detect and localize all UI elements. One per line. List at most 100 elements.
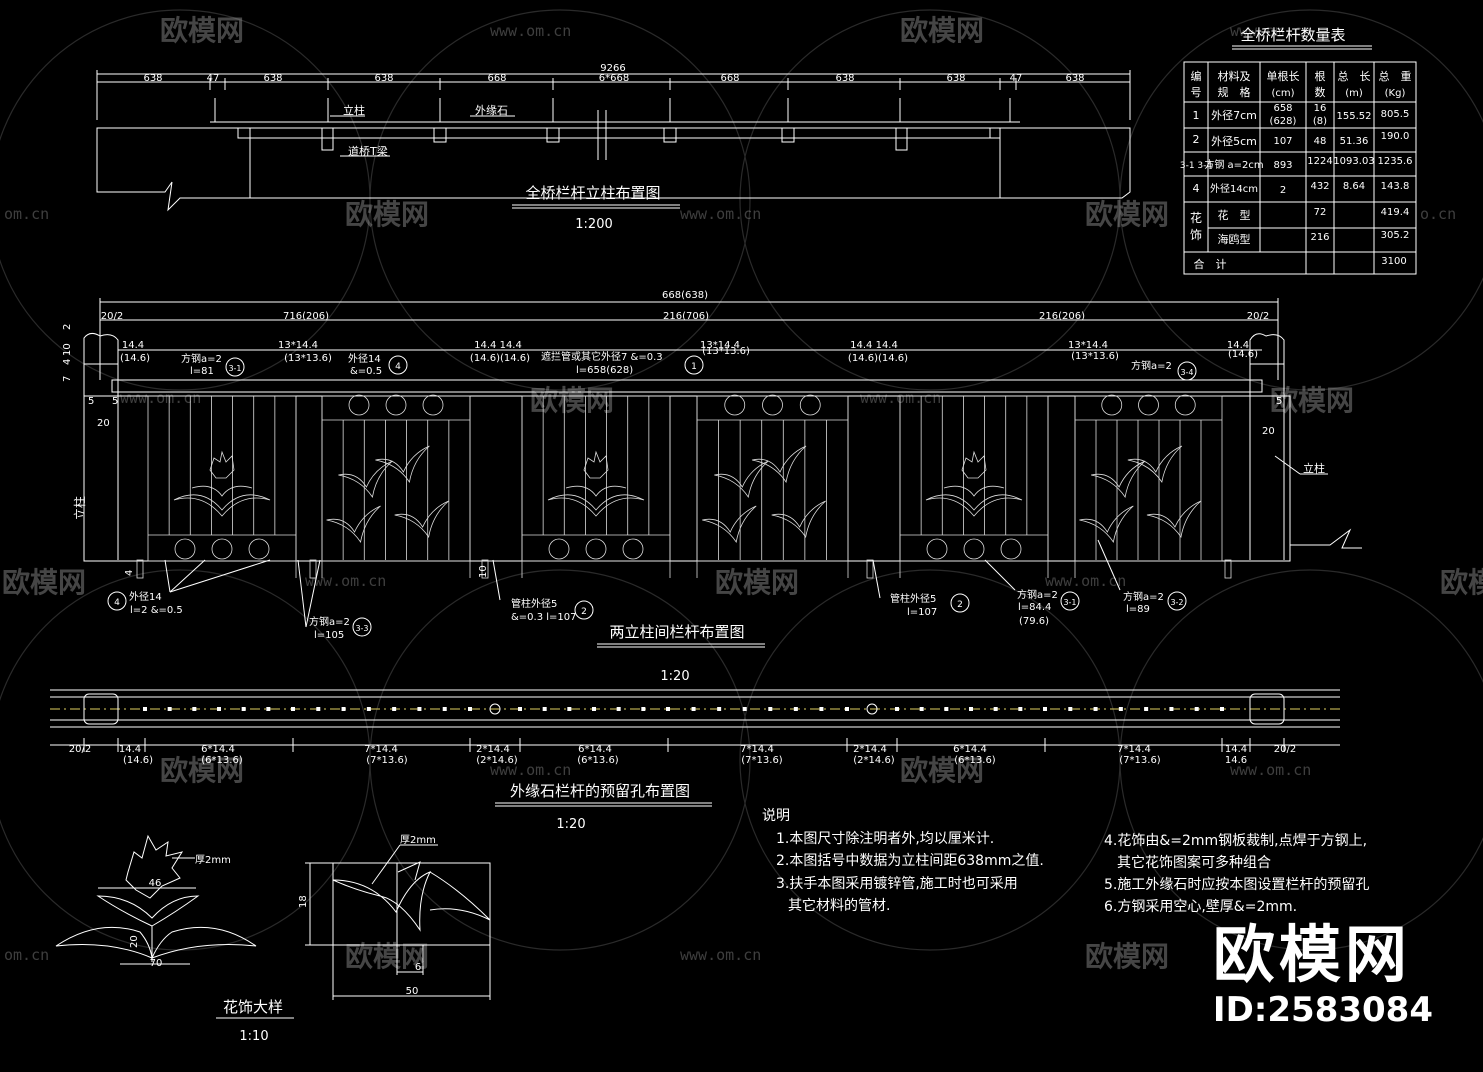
cell: 419.4: [1381, 207, 1410, 218]
plan1-span: 638: [143, 73, 162, 84]
plan3-dim: 14.6: [1225, 755, 1247, 766]
notes: 说明 1.本图尺寸除注明者外,均以厘米计. 2.本图括号中数据为立柱间距638m…: [762, 808, 1369, 915]
watermark-brand: 欧模网: [900, 14, 984, 47]
note-item: 3.扶手本图采用镀锌管,施工时也可采用: [776, 875, 1018, 892]
hdr-cnt-1: 根: [1315, 69, 1326, 83]
callout-text: 管柱外径5: [890, 592, 936, 605]
plan3-dim: (14.6): [123, 755, 153, 766]
cell: 432: [1310, 181, 1329, 192]
plan1-label-beam: 道桥T梁: [348, 144, 388, 158]
watermark-brand: 欧模网: [160, 754, 244, 787]
detail-thick-1: 厚2mm: [195, 854, 231, 866]
reserved-hole: [518, 707, 522, 711]
gull-ornament: [338, 460, 393, 499]
quantity-table: 全桥栏杆数量表 编 号 材料及 规 格 单根长 (cm) 根 数 总 长 (m)…: [1180, 26, 1417, 275]
note-item: 6.方钢采用空心,壁厚&=2mm.: [1104, 899, 1297, 915]
flower-ornament: [583, 450, 609, 479]
flower-ornament: [209, 450, 235, 479]
callout-text: 方钢a=2: [1017, 588, 1058, 601]
ring-ornament: [422, 394, 444, 416]
cell: 805.5: [1381, 109, 1410, 120]
reserved-hole: [944, 707, 949, 711]
plan1-span: 47: [207, 73, 220, 84]
reserved-hole: [969, 707, 973, 711]
callout-text: 遮拦管或其它外径7 &=0.3: [541, 350, 663, 363]
gull-ornament: [714, 460, 769, 499]
watermark-brand: 欧模网: [345, 198, 429, 231]
brand-name: 欧模网: [1212, 918, 1411, 991]
detail-title: 花饰大样: [223, 998, 283, 1016]
cell: 155.52: [1337, 111, 1372, 122]
callout-tag: 3-4: [1180, 368, 1193, 377]
callout-tag: 3-1: [1063, 598, 1076, 607]
cell: 107: [1273, 136, 1292, 147]
gull-ornament: [702, 505, 757, 544]
watermark-brand: 欧模网: [715, 566, 799, 599]
plan3-dim: (7*13.6): [366, 755, 408, 766]
note-item: 4.花饰由&=2mm钢板裁制,点焊于方钢上,: [1104, 833, 1367, 849]
watermark-site: www.om.cn: [680, 205, 761, 223]
cell: 16: [1314, 103, 1327, 114]
callout-text: 外径14: [348, 352, 381, 365]
plan3-dim: 20/2: [1274, 744, 1296, 755]
cell: 花: [1190, 210, 1202, 225]
plan2-side-dim: 7: [62, 376, 73, 382]
callout-tag: 2: [957, 600, 963, 610]
plan3-dim: 7*14.4: [740, 744, 774, 755]
plan1-span: 47: [1010, 73, 1023, 84]
reserved-hole: [442, 707, 447, 711]
watermark-brand: 欧模网: [1440, 566, 1483, 599]
plan3-dim: (7*13.6): [1119, 755, 1161, 766]
cell: 外径5cm: [1211, 135, 1257, 148]
cell: 1: [1193, 109, 1200, 122]
watermark-site: o.cn: [1420, 205, 1456, 223]
note-item: 5.施工外缘石时应按本图设置栏杆的预留孔: [1104, 876, 1369, 893]
brand-id: ID:2583084: [1212, 990, 1433, 1030]
detail-50: 50: [406, 986, 419, 997]
plan2-dim: 14.4 14.4: [474, 340, 522, 351]
watermark-brand: 欧模网: [1085, 198, 1169, 231]
note-item: 其它花饰图案可多种组合: [1117, 854, 1271, 871]
plan2-dim: (14.6)(14.6): [848, 353, 908, 364]
cell: 2: [1193, 133, 1200, 146]
plan3-dim: 6*14.4: [953, 744, 987, 755]
watermark-brand: 欧模网: [1085, 940, 1169, 973]
cell: 893: [1273, 160, 1292, 171]
callout-sub: l=658(628): [576, 365, 633, 376]
plan2-side-dim: 2: [62, 324, 73, 330]
callout-tag: 4: [395, 362, 401, 372]
plan3-scale: 1:20: [556, 817, 585, 832]
plan3-dim: 7*14.4: [364, 744, 398, 755]
reserved-hole: [845, 707, 849, 711]
plan1-span: 638: [946, 73, 965, 84]
cell: 合 计: [1194, 257, 1227, 271]
reserved-hole: [1043, 707, 1047, 711]
reserved-hole: [895, 707, 899, 711]
plan3-dim: (6*13.6): [201, 755, 243, 766]
plan3-dim: 2*14.4: [476, 744, 510, 755]
cell: 190.0: [1381, 131, 1410, 142]
plan1-label-curb: 外缘石: [475, 104, 508, 117]
notes-heading: 说明: [762, 808, 790, 824]
cell: 2: [1280, 185, 1286, 196]
plan2-side-dim: 5: [112, 396, 118, 407]
plan3-dim: (2*14.6): [476, 755, 518, 766]
plan2-dim: (14.6): [1228, 349, 1258, 360]
reserved-hole: [616, 707, 621, 711]
gull-ornament: [1127, 445, 1183, 484]
callout-sub: l=2 &=0.5: [130, 605, 183, 616]
callout-tag: 3-2: [1170, 598, 1183, 607]
plan2-side-dim: 20: [97, 418, 110, 429]
railing-panel: [1074, 395, 1223, 562]
callout-sub: l=107: [907, 607, 937, 618]
callout-tag: 1: [691, 362, 697, 372]
plan2-seg: 216(706): [663, 311, 709, 322]
reserved-hole: [1068, 707, 1073, 711]
reserved-hole: [143, 707, 147, 711]
hdr-no-1: 编: [1191, 69, 1202, 83]
hdr-wt-2: (Kg): [1385, 88, 1406, 99]
plan1-span: 638: [1065, 73, 1084, 84]
plan2-seg: 20/2: [101, 311, 123, 322]
reserved-hole: [291, 707, 295, 711]
plan3-dim: (2*14.6): [853, 755, 895, 766]
